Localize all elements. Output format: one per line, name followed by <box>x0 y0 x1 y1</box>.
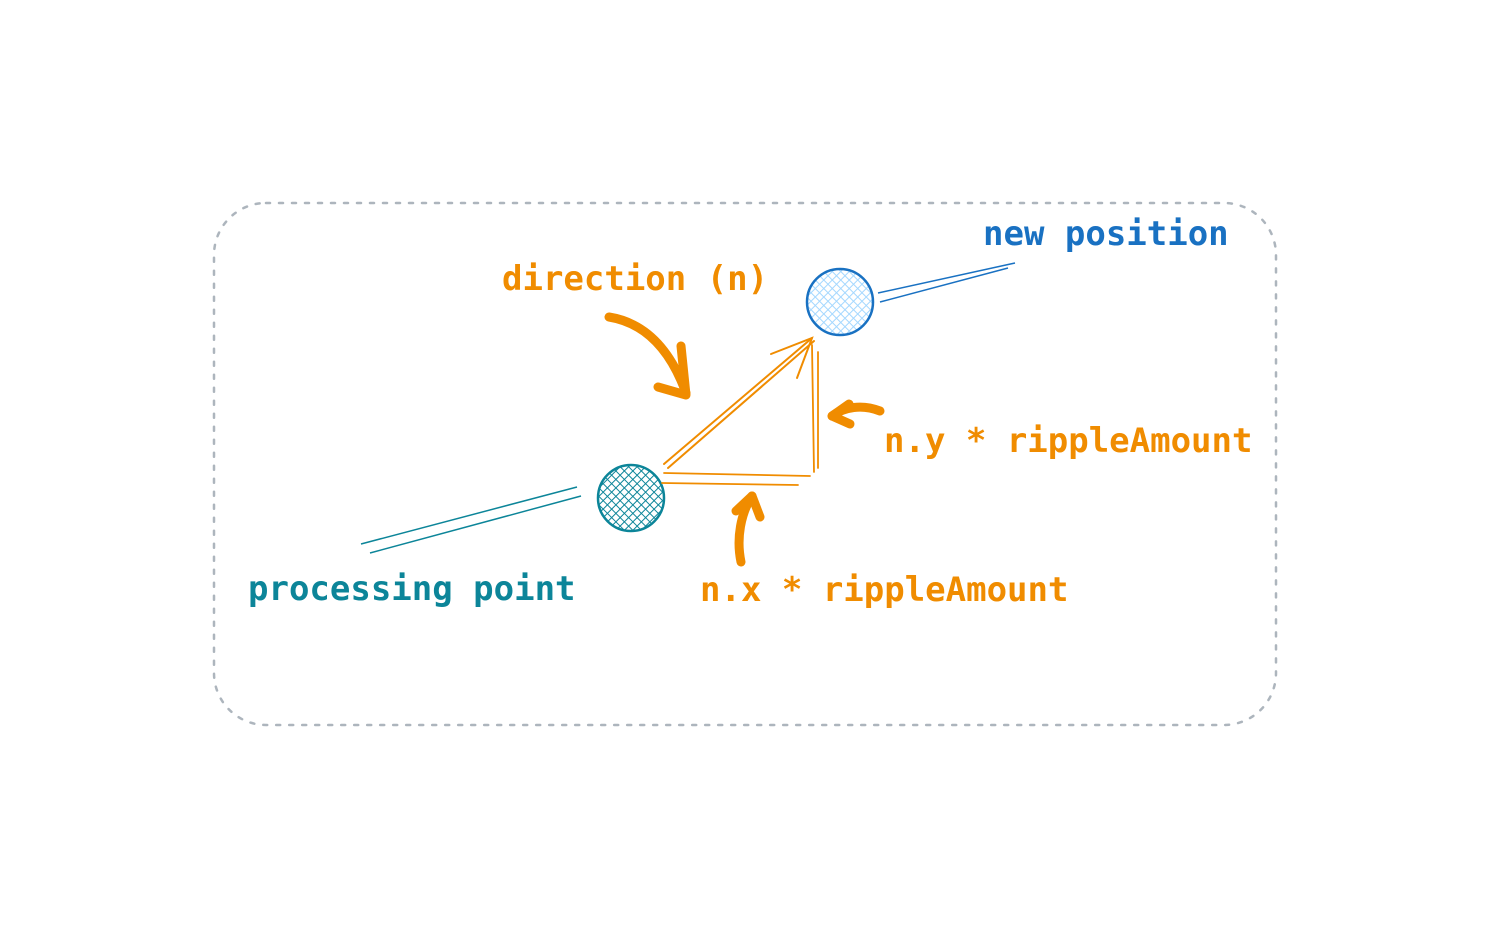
nx-component-line <box>661 472 811 486</box>
direction-vector <box>663 336 815 469</box>
ny-component-line <box>811 344 819 473</box>
dashed-frame <box>212 201 1278 727</box>
processing-point-label: processing point <box>248 569 576 609</box>
direction-pointer-arrow <box>604 312 691 400</box>
nx-pointer-arrow <box>731 491 765 567</box>
new-position-label: new position <box>983 214 1229 254</box>
new-position-trail <box>877 262 1016 303</box>
new-position-circle <box>805 267 875 337</box>
processing-trail <box>360 486 582 554</box>
ny-pointer-arrow <box>827 399 885 429</box>
direction-label: direction (n) <box>502 259 768 299</box>
processing-point-circle <box>596 463 666 533</box>
ny-label: n.y * rippleAmount <box>884 421 1252 461</box>
nx-label: n.x * rippleAmount <box>700 570 1068 610</box>
